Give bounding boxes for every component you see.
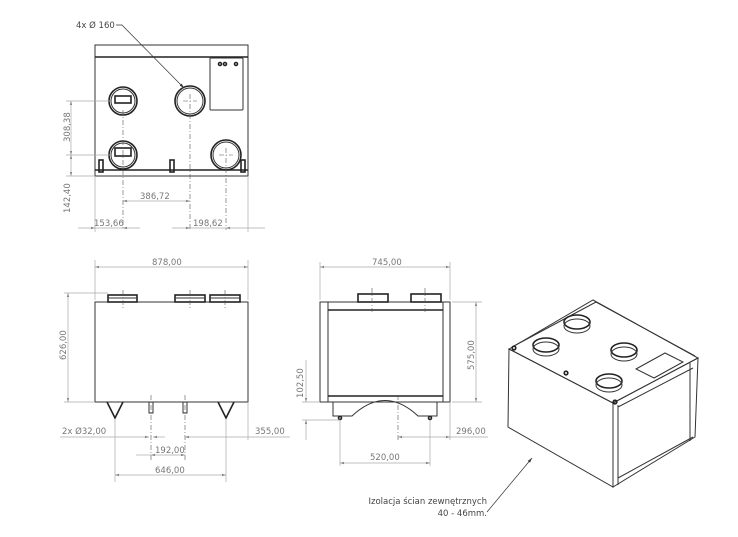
- port-diameter-callout: 4x Ø 160: [76, 20, 115, 31]
- duct-port: [610, 342, 638, 362]
- control-panel: [209, 57, 244, 111]
- control-panel: [634, 352, 685, 379]
- dim-height: 575,00: [467, 340, 477, 370]
- duct-port: [595, 373, 623, 393]
- side-view: 745,00 575,00 102,50 296,00 520,00: [296, 258, 488, 466]
- dim-height: 626,00: [59, 330, 69, 360]
- duct-port: [563, 314, 591, 334]
- front-view: 878,00 626,00 2x Ø32,00 355,00 192,00 64…: [59, 258, 290, 482]
- dim-horizontal-pitch: 386,72: [140, 192, 170, 202]
- dim-drain-pitch: 192,00: [155, 446, 185, 456]
- isometric-view: Izolacja ścian zewnętrznych 40 - 46mm.: [369, 299, 700, 519]
- top-view: 4x Ø 160 308,38 142,40 386,72 153,66 198…: [63, 20, 265, 232]
- dim-foot-offset: 296,00: [456, 427, 486, 437]
- dim-feet-pitch: 520,00: [370, 453, 400, 463]
- insulation-note-line1: Izolacja ścian zewnętrznych: [369, 496, 487, 507]
- duct-port: [532, 337, 560, 357]
- dim-right-offset: 198,62: [193, 219, 223, 229]
- dim-base-height: 102,50: [296, 368, 306, 398]
- dim-vertical-pitch: 308,38: [63, 112, 73, 142]
- dim-feet-pitch: 646,00: [155, 466, 185, 476]
- dim-width: 878,00: [152, 258, 182, 268]
- dim-width: 745,00: [372, 258, 402, 268]
- dim-drain-diameter: 2x Ø32,00: [62, 426, 106, 437]
- dim-left-offset: 153,66: [94, 219, 124, 229]
- insulation-note-line2: 40 - 46mm.: [438, 509, 487, 519]
- dim-drain-offset: 355,00: [255, 427, 285, 437]
- dim-bottom-offset: 142,40: [63, 183, 73, 213]
